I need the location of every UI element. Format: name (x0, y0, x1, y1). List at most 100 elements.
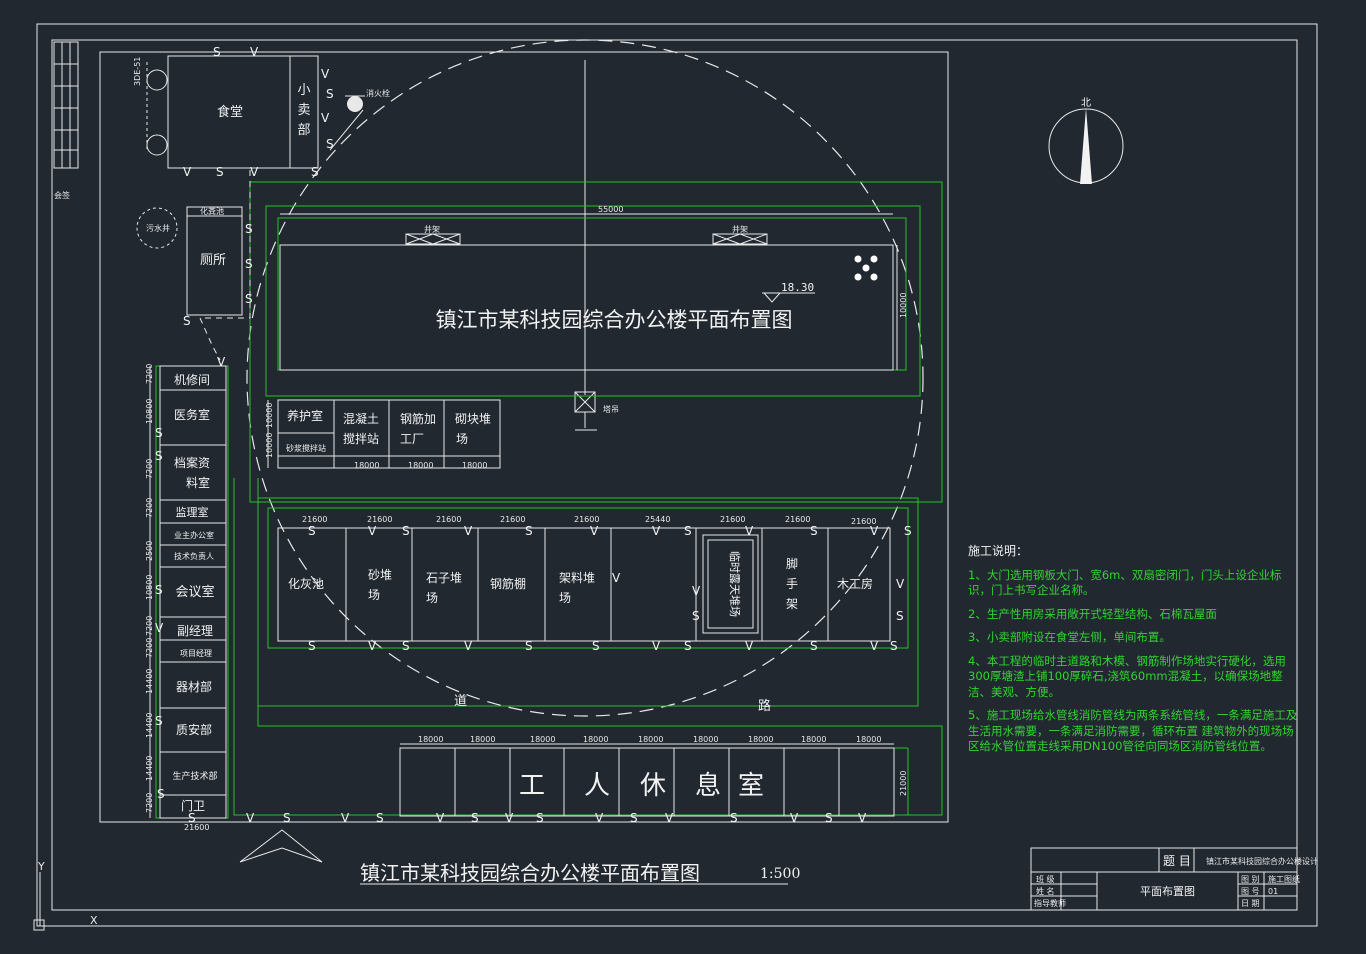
room-meeting: 会议室 (175, 584, 214, 600)
supply-pipe-symbol: S (213, 45, 221, 59)
sewer-label: 污水井 (146, 223, 170, 233)
svg-text:21600: 21600 (500, 515, 525, 524)
svg-text:18000: 18000 (408, 461, 433, 470)
supply-pipe-symbol: S (283, 811, 291, 825)
fire-pipe-symbol: V (745, 524, 754, 538)
svg-text:21600: 21600 (574, 515, 599, 524)
room-equipment: 器材部 (176, 679, 212, 694)
supply-pipe-symbol: S (402, 524, 410, 538)
room-supervisor: 监理室 (176, 505, 209, 519)
left-margin-table (53, 41, 79, 169)
tb-date-label: 日 期 (1241, 899, 1260, 908)
fire-pipe-symbol: V (250, 165, 259, 179)
supply-pipe-symbol: S (155, 714, 163, 728)
note-item-5: 5、施工现场给水管线消防管线为两条系统管线，一条满足施工及生活用水需要，一条满足… (968, 708, 1298, 753)
fire-pipe-symbol: V (341, 811, 350, 825)
fire-pipe-symbol: V (870, 639, 879, 653)
dim-top: 55000 (598, 205, 623, 214)
supply-pipe-symbol: S (890, 639, 898, 653)
note-item-4: 4、本工程的临时主道路和木模、钢筋制作场地实行硬化，选用 300厚塘渣上铺100… (968, 653, 1286, 699)
inner-frame (51, 39, 1298, 911)
room-gravel-2: 场 (426, 591, 438, 605)
bottom-scale: 1:500 (760, 866, 800, 882)
room-rebar-shed: 钢筋棚 (490, 576, 526, 591)
room-block-1: 砌块堆 (455, 412, 491, 426)
svg-text:7200: 7200 (145, 616, 154, 636)
north-label: 北 (1081, 97, 1091, 109)
svg-text:18000: 18000 (583, 735, 608, 744)
room-owner-office: 业主办公室 (174, 530, 214, 540)
room-curing: 养护室 (287, 408, 323, 423)
room-mortar-mixer: 砂浆搅拌站 (286, 443, 326, 453)
septic-label: 化粪池 (200, 206, 224, 216)
svg-text:7200: 7200 (145, 459, 154, 479)
svg-text:7200: 7200 (145, 498, 154, 518)
supply-pipe-symbol: S (896, 609, 904, 623)
supply-pipe-symbol: S (245, 257, 253, 271)
room-archive-1: 档案资 (174, 455, 210, 470)
workers-char-3: 休 (640, 771, 666, 801)
fire-pipe-symbol: V (692, 584, 701, 598)
fire-pipe-symbol: V (250, 45, 259, 59)
svg-text:18000: 18000 (801, 735, 826, 744)
fire-pipe-symbol: V (595, 811, 604, 825)
title-block (1030, 847, 1298, 911)
tb-class: 班 级 (1036, 874, 1055, 884)
tb-drawing-name: 平面布置图 (1140, 885, 1195, 898)
svg-text:25440: 25440 (645, 515, 670, 524)
supply-pipe-symbol: S (245, 222, 253, 236)
fire-pipe-symbol: V (665, 811, 674, 825)
fire-pipe-symbol: V (870, 524, 879, 538)
svg-text:21600: 21600 (720, 515, 745, 524)
room-project-manager: 项目经理 (180, 648, 212, 658)
main-title: 镇江市某科技园综合办公楼平面布置图 (436, 308, 793, 332)
fire-pipe-symbol: V (464, 639, 473, 653)
fire-pipe-symbol: V (321, 67, 330, 81)
svg-text:14400: 14400 (145, 713, 154, 738)
room-sand-1: 砂堆 (368, 568, 392, 582)
fire-pipe-symbol: V (590, 524, 599, 538)
hoist-right-icon (712, 233, 768, 245)
row2-workshops (277, 527, 891, 642)
svg-text:21000: 21000 (899, 771, 908, 796)
supply-pipe-symbol: S (155, 426, 163, 440)
water-valve-icon (146, 69, 168, 91)
shop-label-3: 部 (297, 123, 310, 138)
supply-pipe-symbol: S (376, 811, 384, 825)
crane-radius-circle (246, 39, 924, 717)
supply-pipe-symbol: S (183, 314, 191, 328)
supply-pipe-symbol: S (810, 639, 818, 653)
fire-pipe-symbol: V (368, 639, 377, 653)
shop-label-1: 小 (297, 83, 310, 98)
svg-text:10000: 10000 (265, 403, 274, 428)
svg-text:7200: 7200 (145, 793, 154, 813)
fire-pipe-symbol: V (612, 571, 621, 585)
room-sand-2: 场 (368, 588, 380, 602)
room-production-tech: 生产技术部 (172, 770, 217, 782)
supply-pipe-symbol: S (311, 165, 319, 179)
room-carpentry: 木工房 (837, 576, 873, 591)
dim-col-bottom: 21600 (184, 823, 209, 832)
supply-pipe-symbol: S (730, 811, 738, 825)
svg-text:18000: 18000 (856, 735, 881, 744)
room-gravel-1: 石子堆 (426, 571, 462, 585)
water-valve-icon (146, 134, 168, 156)
row3-dims: 18000 18000 18000 18000 18000 18000 1800… (418, 735, 908, 796)
supply-pipe-symbol: S (630, 811, 638, 825)
fire-pipe-symbol: V (183, 165, 192, 179)
main-building (279, 244, 894, 371)
row1-dims: 18000 18000 18000 10000 10000 (265, 403, 487, 470)
workers-char-2: 人 (584, 771, 610, 801)
road-label-2: 路 (758, 698, 771, 714)
tb-teacher: 指导教师 (1034, 898, 1066, 908)
notes-heading: 施工说明： (968, 544, 1029, 558)
note-item-1: 1、大门选用钢板大门、宽6m、双扇密闭门，门头上设企业标识，门上书写企业名称。 (968, 567, 1282, 598)
sewer-icon (136, 207, 178, 249)
fire-pipe-symbol: V (858, 811, 867, 825)
fire-pipe-symbol: V (652, 639, 661, 653)
svg-text:10800: 10800 (145, 399, 154, 424)
svg-text:7200: 7200 (145, 364, 154, 384)
svg-text:18000: 18000 (638, 735, 663, 744)
